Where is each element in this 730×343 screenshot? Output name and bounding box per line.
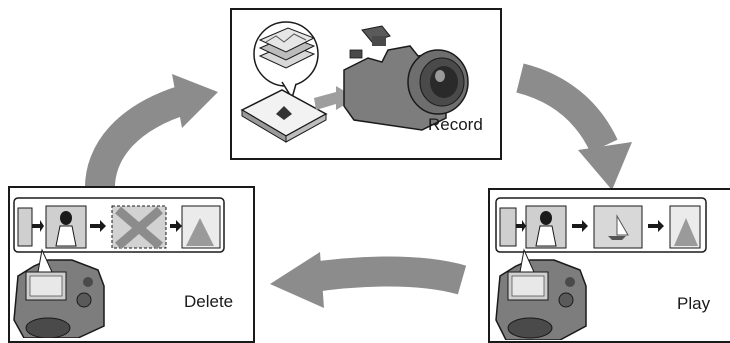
camera-icon xyxy=(343,25,469,131)
arrow-play-to-delete xyxy=(270,252,467,308)
record-illustration xyxy=(240,21,469,143)
arrow-record-to-play xyxy=(515,63,632,190)
play-panel: Play xyxy=(488,188,730,343)
right-arrow-icon xyxy=(572,220,588,232)
delete-label: Delete xyxy=(184,292,234,311)
camera-icon xyxy=(495,248,587,340)
record-panel: Record xyxy=(230,8,502,160)
photo-stack-icon xyxy=(253,21,319,100)
play-illustration xyxy=(495,197,707,340)
right-arrow-icon xyxy=(32,220,44,232)
right-arrow-icon xyxy=(90,220,106,232)
workflow-diagram: Record xyxy=(8,8,730,343)
cycle-arrows xyxy=(84,63,632,308)
camera-icon xyxy=(13,248,105,338)
memory-card-icon xyxy=(240,89,328,143)
play-label: Play xyxy=(677,294,711,313)
right-arrow-icon xyxy=(170,220,182,232)
delete-cross-icon xyxy=(115,206,163,250)
arrow-delete-to-record xyxy=(84,74,218,193)
delete-illustration xyxy=(13,197,225,338)
right-arrow-icon xyxy=(648,220,664,232)
right-arrow-icon xyxy=(516,220,526,232)
filmstrip-icon xyxy=(13,197,225,253)
record-label: Record xyxy=(428,115,483,134)
filmstrip-icon xyxy=(495,197,707,253)
delete-panel: Delete xyxy=(8,186,255,343)
